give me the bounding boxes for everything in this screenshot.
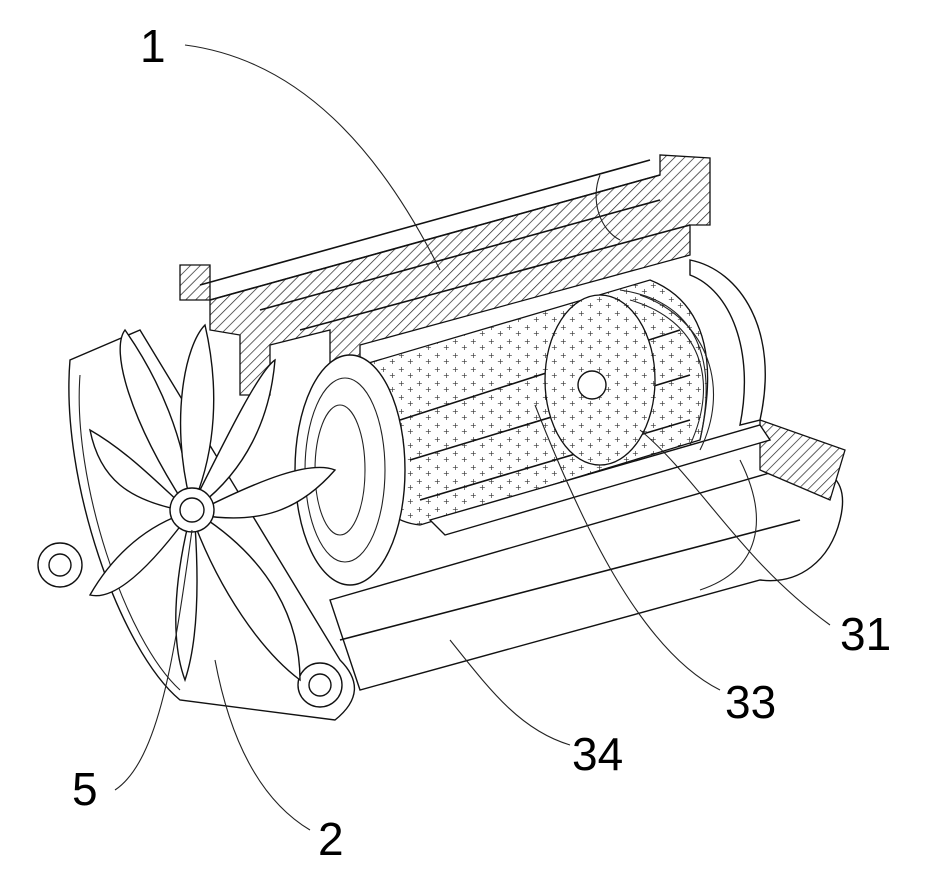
label-1: 1 <box>140 20 166 72</box>
label-34: 34 <box>572 728 623 780</box>
label-33: 33 <box>725 676 776 728</box>
label-31: 31 <box>840 608 891 660</box>
label-2: 2 <box>318 813 344 865</box>
label-5: 5 <box>72 763 98 815</box>
leader-1 <box>185 45 440 270</box>
